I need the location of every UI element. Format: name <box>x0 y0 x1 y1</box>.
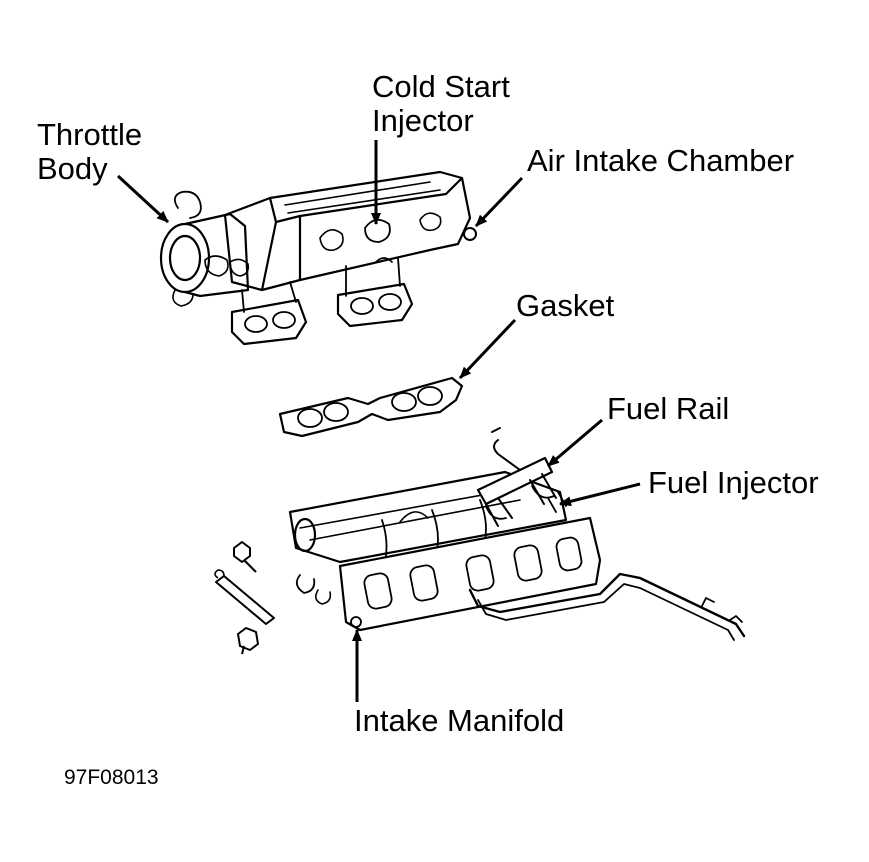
label-air-intake-chamber: Air Intake Chamber <box>527 143 795 178</box>
label-throttle-body-line2: Body <box>37 151 108 186</box>
arrow-throttle-body <box>116 174 170 224</box>
leader-arrows <box>116 140 641 702</box>
intake-manifold-part <box>288 427 746 641</box>
hardware-bolts <box>214 541 275 655</box>
label-intake-manifold: Intake Manifold <box>354 703 565 738</box>
label-fuel-injector: Fuel Injector <box>648 465 819 500</box>
gasket-part <box>278 376 464 438</box>
arrow-fuel-rail <box>547 418 603 468</box>
arrow-fuel-injector <box>559 482 641 507</box>
label-cold-start-injector-line2: Injector <box>372 103 474 138</box>
label-gasket: Gasket <box>516 288 615 323</box>
label-cold-start-injector-line1: Cold Start <box>372 69 510 104</box>
air-intake-chamber-part <box>159 170 477 346</box>
figure-code: 97F08013 <box>64 766 159 789</box>
label-cold-start-injector: Cold Start Injector <box>372 70 510 138</box>
label-throttle-body: Throttle Body <box>37 118 142 186</box>
arrow-air-intake-chamber <box>474 176 524 228</box>
label-throttle-body-line1: Throttle <box>37 117 143 152</box>
label-fuel-rail: Fuel Rail <box>607 391 730 426</box>
arrow-gasket <box>458 318 517 380</box>
